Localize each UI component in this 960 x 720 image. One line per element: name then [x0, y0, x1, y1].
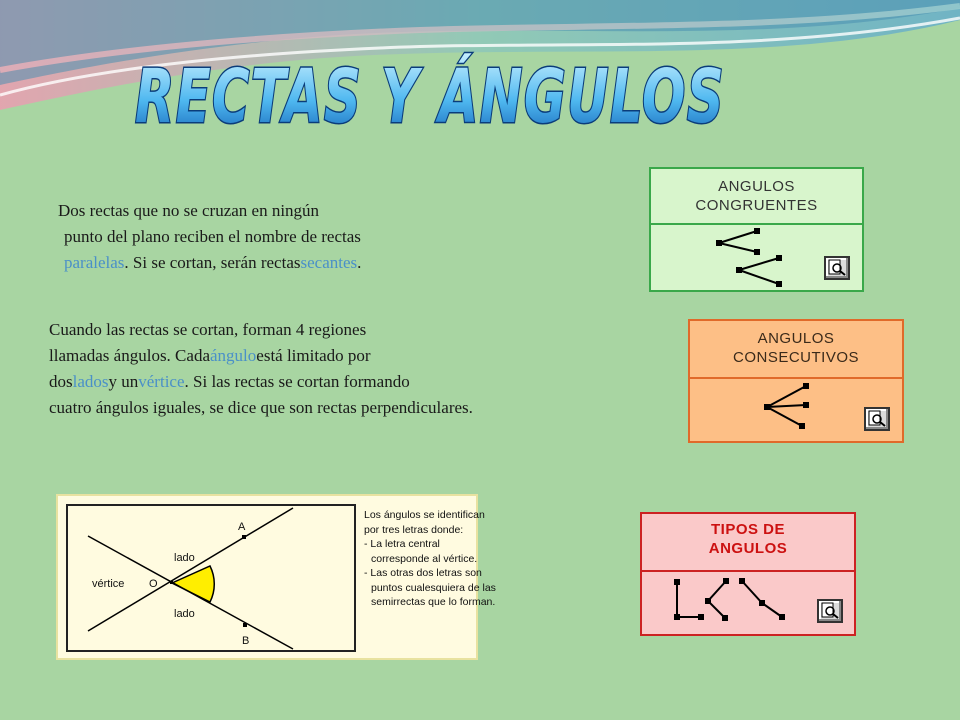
card-congruentes-line1: ANGULOS [718, 178, 795, 195]
label-lado-bottom: lado [174, 608, 195, 620]
label-lado-top: lado [174, 552, 195, 564]
consecutive-angles-icon [764, 383, 809, 429]
paragraph1-line3-end: . [357, 253, 362, 272]
point-a-marker [242, 535, 246, 539]
highlighted-angle-sector [170, 565, 216, 604]
line-ob [87, 535, 294, 650]
card-tipos-line1: TIPOS DE [710, 521, 785, 538]
label-a: A [238, 521, 246, 533]
paragraph-parallel-secant: Dos rectas que no se cruzan en ningún pu… [58, 198, 538, 276]
card-congruentes-title: ANGULOS CONGRUENTES [651, 169, 862, 215]
term-secantes: secantes [300, 253, 358, 272]
paragraph2-line3-mid: y un [108, 372, 139, 391]
magnifier-page-icon [821, 602, 839, 619]
label-b: B [242, 635, 249, 647]
angle-notation-diagram: A B O vértice lado lado Los ángulos se i… [56, 494, 496, 660]
term-paralelas: paralelas [64, 253, 125, 272]
paragraph2-line2: llamadas ángulos. Cadaánguloestá limitad… [49, 343, 669, 369]
term-angulo: ángulo [210, 346, 257, 365]
zoom-button-congruentes[interactable] [824, 256, 850, 280]
paragraph-angles: Cuando las rectas se cortan, forman 4 re… [49, 317, 669, 421]
point-b-marker [243, 623, 247, 627]
paragraph2-line2-start: llamadas ángulos. Cada [49, 346, 210, 365]
card-angulos-congruentes[interactable]: ANGULOS CONGRUENTES [649, 167, 864, 292]
paragraph2-line2-end: está limitado por [256, 346, 371, 365]
card-tipos-line2: ANGULOS [708, 540, 788, 557]
point-o-marker [170, 581, 173, 584]
intersecting-lines-figure: A B O vértice lado lado [87, 507, 294, 650]
explanation-line: por tres letras donde: [364, 523, 464, 536]
explanation-line: Los ángulos se identifican [364, 509, 485, 521]
explanation-line: puntos cualesquiera de las [371, 581, 496, 594]
paragraph1-line3: paralelas. Si se cortan, serán rectassec… [58, 250, 538, 276]
explanation-line: corresponde al vértice. [371, 552, 478, 565]
angle-notation-explanation: Los ángulos se identifican por tres letr… [364, 508, 496, 610]
card-tipos-de-angulos[interactable]: TIPOS DE ANGULOS [640, 512, 856, 636]
card-consecutivos-title: ANGULOS CONSECUTIVOS [690, 321, 902, 367]
page-title-text: RECTAS Y ÁNGULOS [135, 52, 725, 140]
label-vertice: vértice [92, 578, 124, 590]
card-congruentes-line2: CONGRUENTES [695, 197, 818, 214]
explanation-line: semirrectas que lo forman. [371, 596, 496, 608]
paragraph1-line1: Dos rectas que no se cruzan en ningún [58, 201, 320, 220]
paragraph2-line1: Cuando las rectas se cortan, forman 4 re… [49, 320, 367, 339]
term-vertice: vértice [138, 372, 185, 391]
card-congruentes-divider [651, 223, 862, 225]
label-o: O [149, 578, 158, 590]
page-title: RECTAS Y ÁNGULOS [134, 51, 725, 141]
line-oa [87, 507, 294, 632]
paragraph1-line2: punto del plano reciben el nombre de rec… [64, 227, 361, 246]
card-consecutivos-line1: ANGULOS [757, 330, 835, 347]
paragraph2-line3: dosladosy unvértice. Si las rectas se co… [49, 369, 669, 395]
zoom-button-tipos[interactable] [817, 599, 843, 623]
paragraph1-line3-mid: . Si se cortan, serán rectas [124, 253, 301, 272]
paragraph2-line3-start: dos [49, 372, 73, 391]
congruent-angles-icon [716, 228, 782, 287]
term-lados: lados [72, 372, 109, 391]
explanation-line: - La letra central [364, 538, 440, 550]
card-angulos-consecutivos[interactable]: ANGULOS CONSECUTIVOS [688, 319, 904, 443]
paragraph2-line4: cuatro ángulos iguales, se dice que son … [49, 398, 473, 417]
magnifier-page-icon [828, 259, 846, 276]
angle-figure: A B O vértice lado lado [66, 504, 356, 652]
zoom-button-consecutivos[interactable] [864, 407, 890, 431]
card-consecutivos-line2: CONSECUTIVOS [732, 349, 859, 366]
card-consecutivos-divider [690, 377, 902, 379]
angle-types-icon [674, 578, 785, 621]
card-tipos-title: TIPOS DE ANGULOS [642, 514, 854, 558]
magnifier-page-icon [868, 410, 886, 427]
card-tipos-divider [642, 570, 854, 572]
explanation-line: - Las otras dos letras son [364, 567, 482, 579]
paragraph2-line3-end: . Si las rectas se cortan formando [184, 372, 410, 391]
